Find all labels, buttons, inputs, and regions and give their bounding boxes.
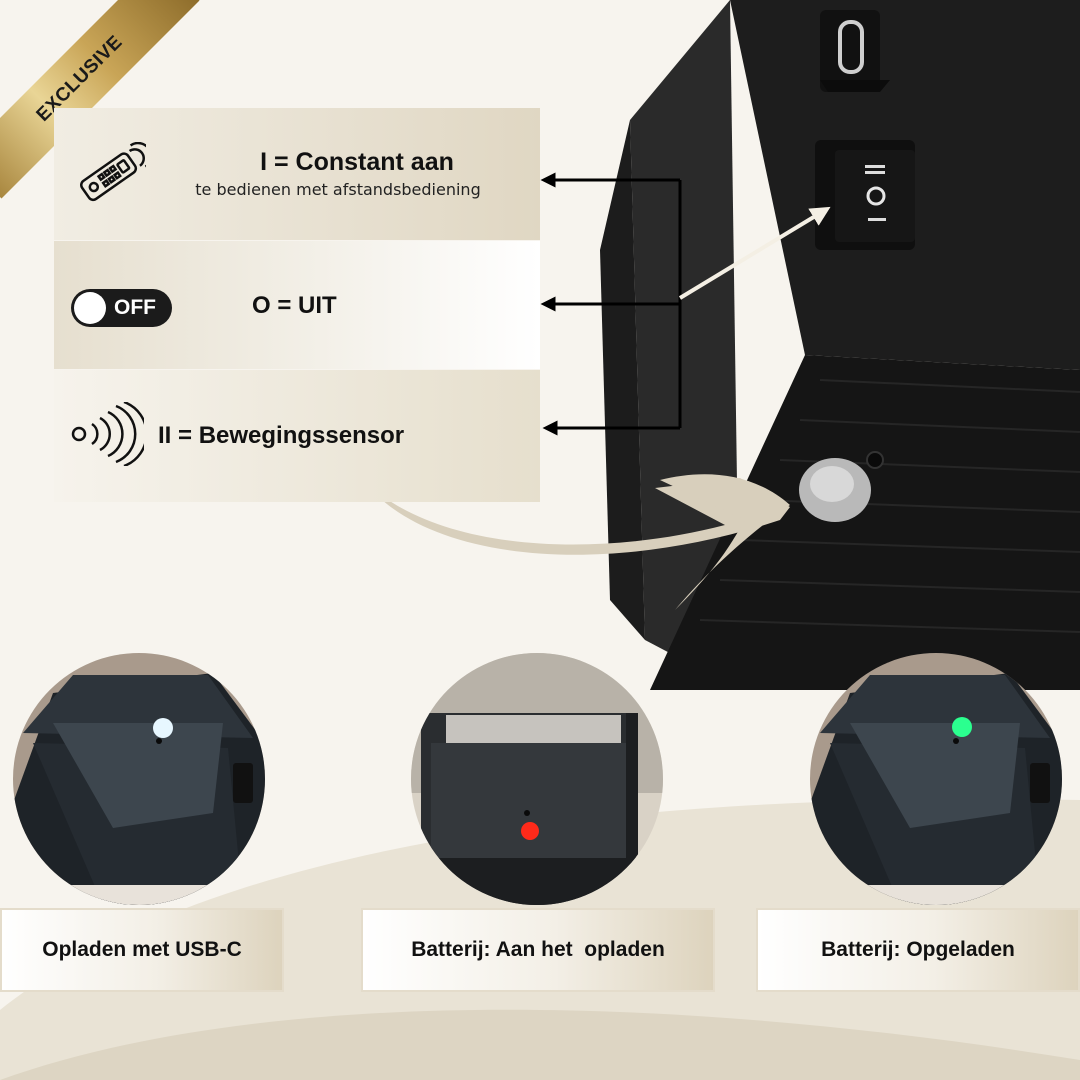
mode-switch-icon — [815, 140, 915, 250]
motion-sensor-icon — [71, 402, 144, 466]
mode-row-constant: I = Constant aan te bedienen met afstand… — [54, 108, 540, 240]
mode-panel: I = Constant aan te bedienen met afstand… — [54, 108, 540, 502]
caption-usb-c: Opladen met USB-C — [0, 908, 284, 992]
product-photo — [600, 0, 1080, 690]
mode-subtitle-constant: te bedienen met afstandsbediening — [195, 180, 481, 199]
caption-charged: Batterij: Opgeladen — [756, 908, 1080, 992]
mode-bracket — [540, 172, 682, 436]
photo-battery-charged — [810, 653, 1062, 905]
mode-title-off: O = UIT — [252, 292, 337, 319]
photo-battery-charging — [411, 653, 663, 905]
usb-c-port-icon — [820, 10, 890, 92]
photo-usb-charging — [13, 653, 265, 905]
mode-title-constant: I = Constant aan — [260, 148, 454, 176]
mode-row-sensor: II = Bewegingssensor — [54, 370, 540, 502]
motion-sensor-dome-icon — [799, 451, 884, 522]
toggle-label: OFF — [114, 296, 156, 319]
mode-title-sensor: II = Bewegingssensor — [158, 422, 405, 449]
switch-pointer-arrow — [678, 206, 831, 300]
off-toggle-icon: OFF — [71, 289, 172, 327]
caption-charging: Batterij: Aan het opladen — [361, 908, 715, 992]
sensor-curved-arrow — [362, 478, 790, 555]
remote-control-icon — [80, 142, 146, 202]
mode-row-off: OFF O = UIT — [54, 241, 540, 369]
